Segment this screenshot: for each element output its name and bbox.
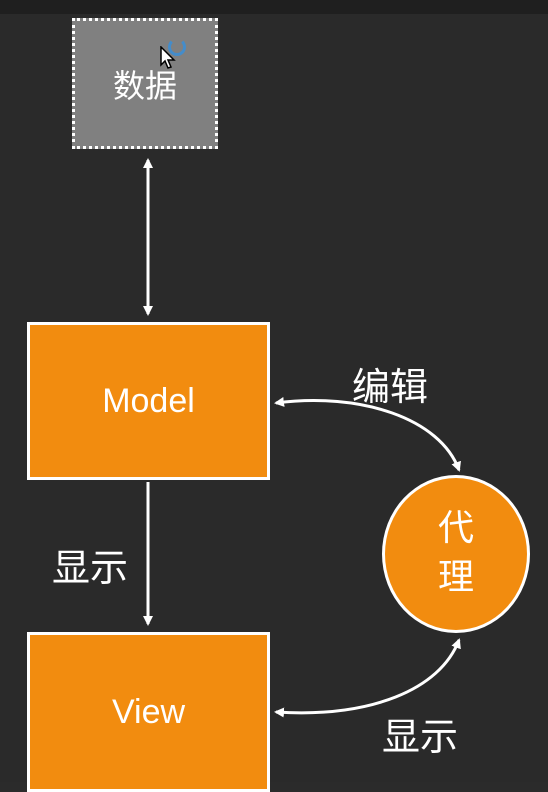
view-node: View <box>27 632 270 792</box>
data-node: 数据 <box>72 18 218 149</box>
edge-label-show-view-proxy: 显示 <box>382 715 459 759</box>
mouse-cursor-icon <box>160 46 176 69</box>
model-node: Model <box>27 322 270 480</box>
edge-label-show-model-view: 显示 <box>52 546 129 590</box>
view-node-label: View <box>111 692 186 731</box>
proxy-node: 代理 <box>382 475 530 633</box>
arrow-view-proxy <box>274 638 461 718</box>
video-overlay-bar <box>0 0 548 14</box>
loading-spinner-icon <box>168 38 186 56</box>
data-node-label: 数据 <box>112 66 177 105</box>
edge-label-edit: 编辑 <box>352 365 429 409</box>
model-node-label: Model <box>102 381 195 420</box>
proxy-node-label: 代理 <box>437 508 474 598</box>
